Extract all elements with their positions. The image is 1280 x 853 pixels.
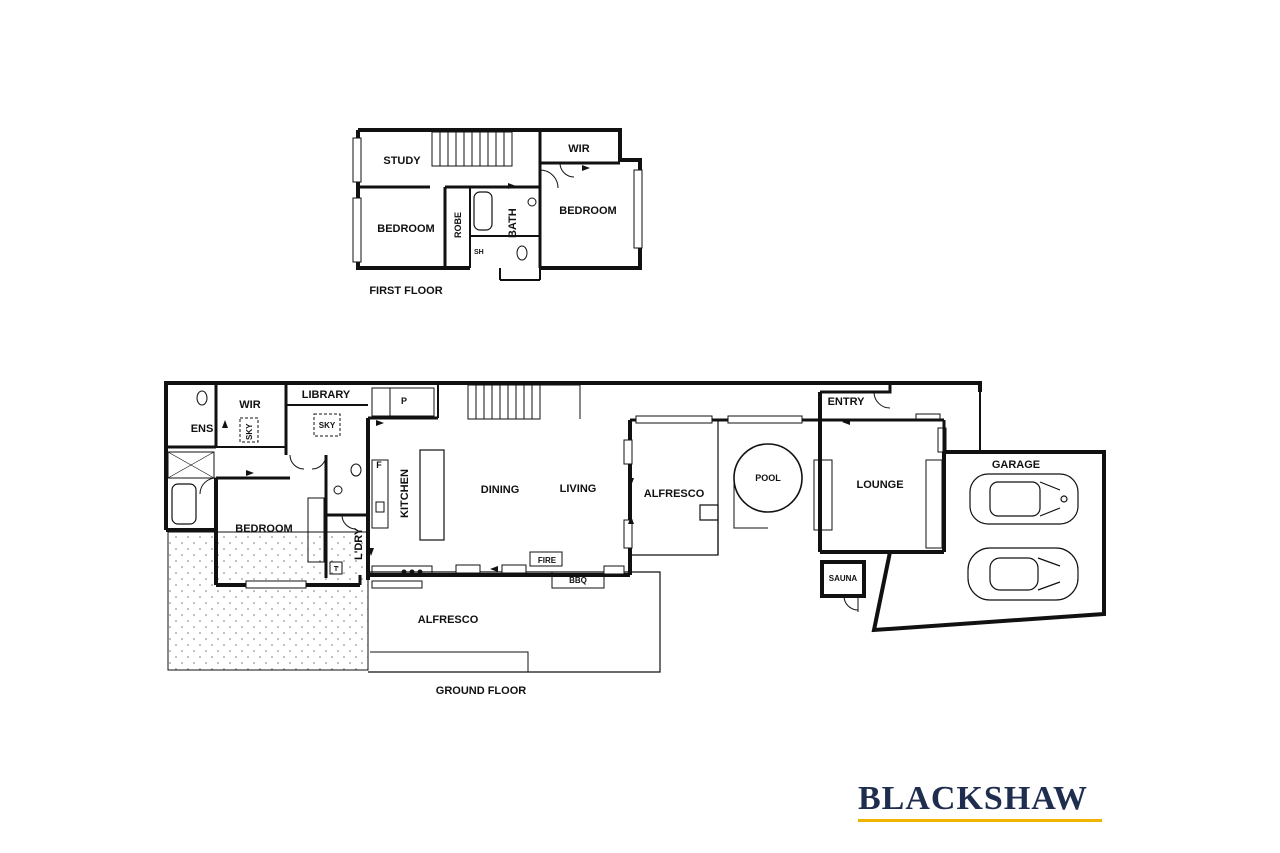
first-floor-title: FIRST FLOOR [369, 285, 442, 297]
label-pantry: P [401, 396, 407, 406]
first-floor-plan: STUDY WIR BEDROOM BEDROOM ROBE BATH SH F… [352, 128, 643, 297]
label-bbq: BBQ [569, 576, 587, 585]
room-label-bedroom-ground: BEDROOM [235, 523, 292, 535]
room-label-study: STUDY [383, 155, 421, 167]
room-label-shower: SH [474, 249, 484, 256]
room-label-wir-ground: WIR [239, 399, 260, 411]
first-floor-stairs [431, 131, 513, 167]
toilet-icon [516, 245, 528, 261]
ground-floor-title: GROUND FLOOR [436, 685, 526, 697]
brand-logo: BLACKSHAW [858, 782, 1102, 822]
label-fire: FIRE [538, 556, 557, 565]
room-label-entry: ENTRY [828, 396, 866, 408]
skylight-wir [239, 417, 259, 443]
skylight-library [313, 413, 341, 437]
room-label-wir-upper: WIR [568, 143, 589, 155]
room-label-living: LIVING [560, 483, 597, 495]
bathtub-ground-icon [171, 483, 197, 525]
ground-floor-outer-wall [164, 381, 982, 530]
label-fridge: F [376, 460, 382, 470]
label-skylight-library: SKY [319, 421, 336, 430]
brand-name: BLACKSHAW [858, 780, 1089, 817]
label-skylight-wir: SKY [245, 423, 254, 440]
label-pool: POOL [755, 473, 781, 483]
brand-accent-bar [858, 819, 1102, 822]
room-label-bedroom-upper-left: BEDROOM [377, 223, 434, 235]
yard-area [168, 532, 368, 670]
first-floor-outer-wall [358, 128, 642, 260]
room-label-sauna: SAUNA [829, 574, 858, 583]
car-icon-top [969, 473, 1079, 525]
ground-floor-stairs [467, 384, 581, 420]
door-arrows [222, 165, 850, 572]
room-label-alfresco-court: ALFRESCO [644, 488, 705, 500]
room-label-dining: DINING [481, 484, 520, 496]
bathtub-icon [473, 191, 493, 231]
car-icon-bottom [967, 547, 1079, 601]
room-label-robe: ROBE [453, 212, 463, 238]
ground-floor-plan: ENS WIR SKY LIBRARY SKY P F KITCHEN DINI… [164, 165, 1106, 697]
kitchen-island [419, 449, 445, 541]
basin-icon [527, 197, 537, 207]
sauna-room [820, 560, 866, 598]
room-label-lounge: LOUNGE [856, 479, 903, 491]
label-t: T [334, 566, 339, 573]
cooktop-icon [401, 569, 407, 575]
ens-toilet-icon [196, 390, 208, 406]
room-label-library: LIBRARY [302, 389, 351, 401]
room-label-ens: ENS [191, 423, 214, 435]
room-label-kitchen: KITCHEN [399, 469, 411, 518]
room-label-garage: GARAGE [992, 459, 1040, 471]
room-label-bath: BATH [507, 208, 519, 238]
room-label-laundry: L'DRY [353, 527, 365, 560]
room-label-bedroom-upper-right: BEDROOM [559, 205, 616, 217]
room-label-alfresco-main: ALFRESCO [418, 614, 479, 626]
garage-walls [871, 450, 1106, 633]
powder-toilet-icon [350, 463, 362, 477]
first-floor-windows [352, 137, 643, 263]
